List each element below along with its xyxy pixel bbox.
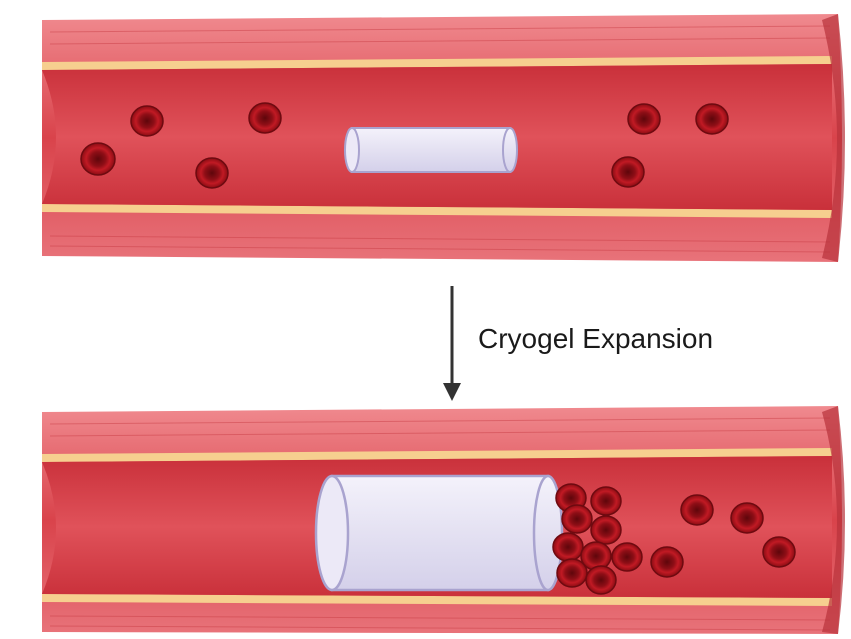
step-label: Cryogel Expansion — [478, 323, 713, 354]
blood-cell — [131, 106, 163, 136]
blood-cell — [591, 487, 621, 515]
cryogel-expanded — [316, 476, 562, 590]
blood-cell — [249, 103, 281, 133]
blood-cell — [557, 559, 587, 587]
blood-cell — [763, 537, 795, 567]
blood-cell — [731, 503, 763, 533]
vessel-after — [42, 406, 845, 634]
blood-cell — [681, 495, 713, 525]
blood-cell — [573, 520, 603, 548]
blood-cell — [196, 158, 228, 188]
cryogel-compressed — [345, 128, 517, 172]
blood-cell — [586, 566, 616, 594]
blood-cell — [628, 104, 660, 134]
blood-cell — [612, 157, 644, 187]
blood-cell — [81, 143, 115, 175]
blood-cell — [612, 543, 642, 571]
blood-cell — [696, 104, 728, 134]
blood-cell — [675, 538, 705, 566]
vessel-before — [42, 14, 845, 262]
